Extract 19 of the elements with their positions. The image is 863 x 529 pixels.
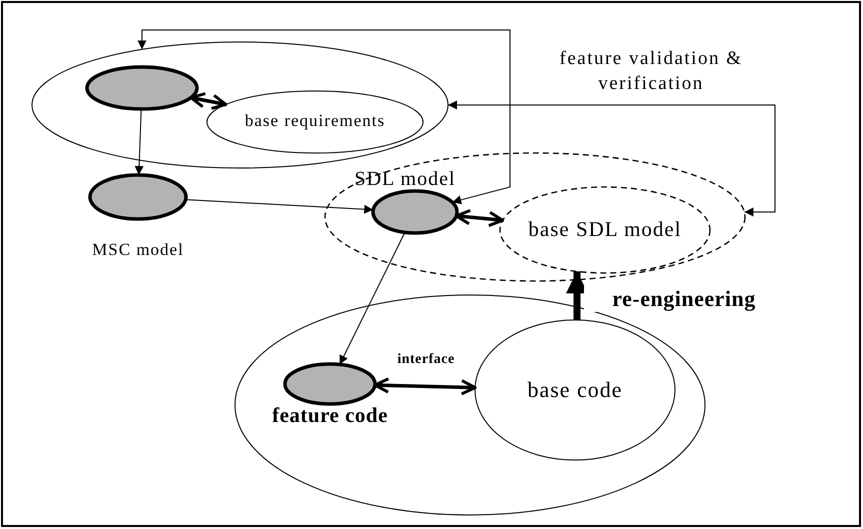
node-label: base code [526, 378, 624, 402]
arrow [185, 199, 374, 214]
double-arrow [454, 209, 504, 228]
node-label: feature code [271, 403, 389, 427]
ellipse-node [205, 90, 425, 154]
dashed-ellipse [323, 150, 747, 284]
double-arrow [189, 92, 228, 110]
arrow [339, 232, 406, 365]
filled-ellipse [86, 66, 198, 110]
ellipse-node [473, 318, 677, 462]
dashed-ellipse [498, 186, 712, 274]
node-label: SDL model [353, 168, 457, 190]
node-label: base SDL model [527, 217, 683, 241]
double-arrow [448, 100, 776, 216]
double-arrow [138, 30, 510, 204]
double-arrow [373, 377, 477, 396]
arrow [134, 108, 144, 176]
node-label: base requirements [244, 111, 386, 131]
node-label: MSC model [91, 240, 185, 260]
